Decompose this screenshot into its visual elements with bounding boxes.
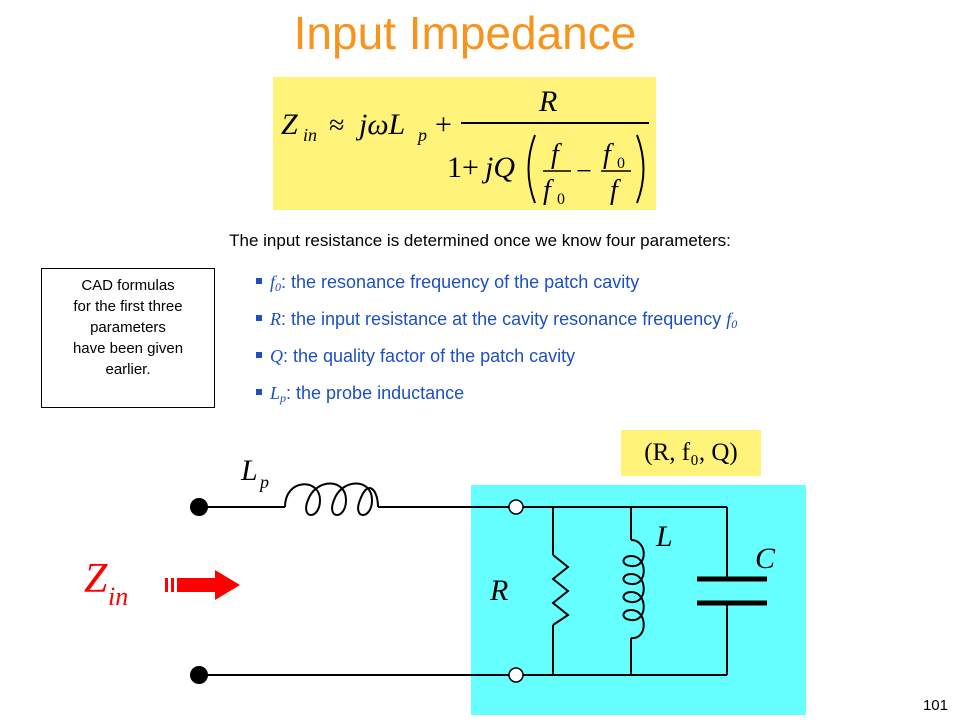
formula-minus: − xyxy=(576,156,592,187)
formula-f0-den1: f xyxy=(543,175,554,206)
page-title: Input Impedance xyxy=(293,7,637,59)
formula-left-paren xyxy=(527,134,536,204)
arrow-shaft xyxy=(177,578,217,592)
resistor-icon xyxy=(551,554,570,626)
param-tail-symbol: f xyxy=(726,309,732,329)
r-label: R xyxy=(489,574,508,607)
formula-term1: jωL xyxy=(355,108,405,141)
cad-note-line: CAD formulas xyxy=(81,277,175,294)
cad-note-box: CAD formulas for the first three paramet… xyxy=(41,268,215,408)
formula-approx: ≈ xyxy=(329,110,344,141)
param-text: : the probe inductance xyxy=(286,383,465,403)
parameter-list: f0: the resonance frequency of the patch… xyxy=(256,272,946,420)
zin-label-sub: in xyxy=(108,582,128,611)
formula-denom-one: 1+ xyxy=(447,151,479,184)
arrow-tail-stripe xyxy=(165,578,168,592)
parameter-item: R: the input resistance at the cavity re… xyxy=(256,309,946,346)
parameter-item: Lp: the probe inductance xyxy=(256,383,946,420)
bullet-icon xyxy=(256,278,262,285)
bullet-icon xyxy=(256,389,262,396)
input-terminal-top xyxy=(190,498,208,516)
arrow-tail-stripe xyxy=(171,578,174,592)
rfq-label-box: (R, f₀, Q) xyxy=(621,430,761,476)
cad-note-line: parameters xyxy=(90,319,166,336)
formula-right-paren xyxy=(636,134,645,204)
parameter-item: f0: the resonance frequency of the patch… xyxy=(256,272,946,309)
cad-note-line: have been given xyxy=(72,340,184,357)
cavity-inductor-icon xyxy=(622,539,645,640)
formula-f-den2: f xyxy=(610,175,621,206)
formula-lhs: Z xyxy=(281,108,298,141)
formula-term1-sub: p xyxy=(416,125,427,145)
formula-numerator: R xyxy=(538,85,557,118)
probe-inductor-icon xyxy=(284,482,379,516)
input-terminal-bottom xyxy=(190,666,208,684)
page-number: 101 xyxy=(922,697,948,714)
zin-label: Z xyxy=(84,556,108,602)
param-symbol: f xyxy=(270,272,276,292)
bullet-icon xyxy=(256,352,262,359)
param-symbol: L xyxy=(270,383,281,403)
parameter-item: Q: the quality factor of the patch cavit… xyxy=(256,346,946,383)
formula-denom-jq: jQ xyxy=(481,151,515,184)
param-text: : the input resistance at the cavity res… xyxy=(281,309,727,329)
cavity-terminal-bottom xyxy=(508,667,524,683)
param-symbol-sub: p xyxy=(280,391,287,405)
formula-f0-num2: f xyxy=(603,139,614,170)
impedance-formula: Z in ≈ jωL p + R 1+ jQ f f 0 − f 0 f xyxy=(273,77,656,210)
input-arrow-icon xyxy=(215,570,240,600)
c-label: C xyxy=(755,542,776,575)
lp-label: L xyxy=(240,454,258,487)
param-symbol: R xyxy=(270,309,281,329)
param-tail-sub: 0 xyxy=(731,317,738,331)
l-label: L xyxy=(655,520,673,553)
lp-label-sub: p xyxy=(258,472,269,492)
param-text: : the quality factor of the patch cavity xyxy=(283,346,576,366)
formula-plus: + xyxy=(435,108,452,141)
param-text: : the resonance frequency of the patch c… xyxy=(281,272,640,292)
formula-lhs-sub: in xyxy=(303,125,317,145)
bullet-icon xyxy=(256,315,262,322)
param-symbol: Q xyxy=(270,346,283,366)
cad-note-line: earlier. xyxy=(105,361,151,378)
cavity-terminal-top xyxy=(508,499,524,515)
formula-f0-den1-sub: 0 xyxy=(557,191,565,208)
formula-f-num1: f xyxy=(551,139,562,170)
param-symbol-sub: 0 xyxy=(275,280,282,294)
cad-note-line: for the first three xyxy=(73,298,183,315)
intro-text: The input resistance is determined once … xyxy=(229,231,731,250)
formula-f0-num2-sub: 0 xyxy=(617,155,625,172)
